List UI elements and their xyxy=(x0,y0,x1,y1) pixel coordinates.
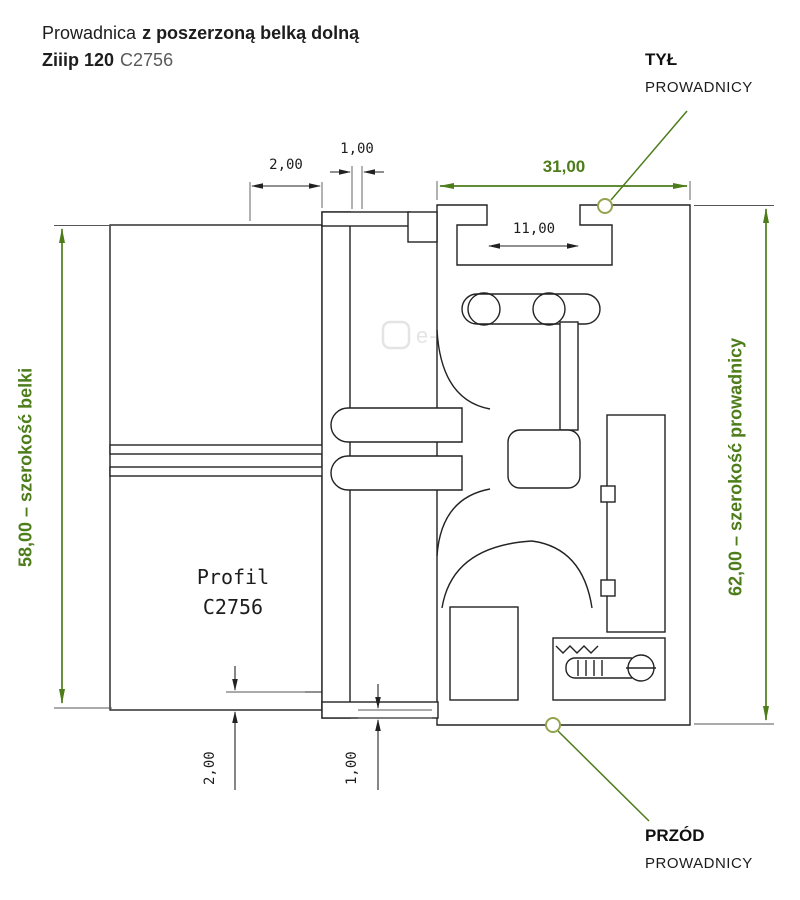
front-marker-circle xyxy=(545,717,561,733)
callout-leaders xyxy=(545,110,688,822)
profile-name-line-2: C2756 xyxy=(202,595,264,619)
green-dimension-lines xyxy=(54,181,774,725)
front-leader-line xyxy=(557,730,650,822)
callout-back-label: TYŁ xyxy=(645,50,678,69)
dimension-top-thickness-a: 2,00 xyxy=(269,157,303,173)
title-regular: Prowadnica xyxy=(42,23,137,43)
title-bold: z poszerzoną belką dolną xyxy=(142,23,360,43)
subtitle-regular: C2756 xyxy=(120,50,174,70)
callout-front-sublabel: PROWADNICY xyxy=(645,855,753,872)
callout-back-sublabel: PROWADNICY xyxy=(645,79,753,96)
profile-name-line-1: Profil xyxy=(196,565,270,589)
callout-front-label: PRZÓD xyxy=(645,826,705,845)
dimension-beam-width-label: 58,00 – szerokość belki xyxy=(15,367,36,567)
back-marker-circle xyxy=(597,198,613,214)
dimension-rail-top-width: 31,00 xyxy=(542,157,586,176)
callout-back: TYŁ PROWADNICY xyxy=(645,50,753,96)
dimension-bottom-thickness-a: 2,00 xyxy=(202,751,218,785)
profile-name: Profil C2756 xyxy=(168,562,298,622)
rail-internal-features xyxy=(436,292,666,701)
dimension-bottom-thickness-b: 1,00 xyxy=(344,751,360,785)
subtitle-bold: Ziiip 120 xyxy=(42,50,115,70)
dimension-top-thickness-b: 1,00 xyxy=(340,141,374,157)
beam-section xyxy=(109,224,333,711)
dimension-rail-width-label: 62,00 – szerokość prowadnicy xyxy=(725,337,746,597)
dimension-slot-width: 11,00 xyxy=(512,221,556,237)
callout-front: PRZÓD PROWADNICY xyxy=(645,826,753,872)
watermark-text: e- xyxy=(416,323,438,348)
black-dimension-lines xyxy=(226,166,579,790)
rail-flange xyxy=(321,211,463,719)
watermark: e- xyxy=(381,320,438,350)
back-leader-line xyxy=(610,110,688,201)
